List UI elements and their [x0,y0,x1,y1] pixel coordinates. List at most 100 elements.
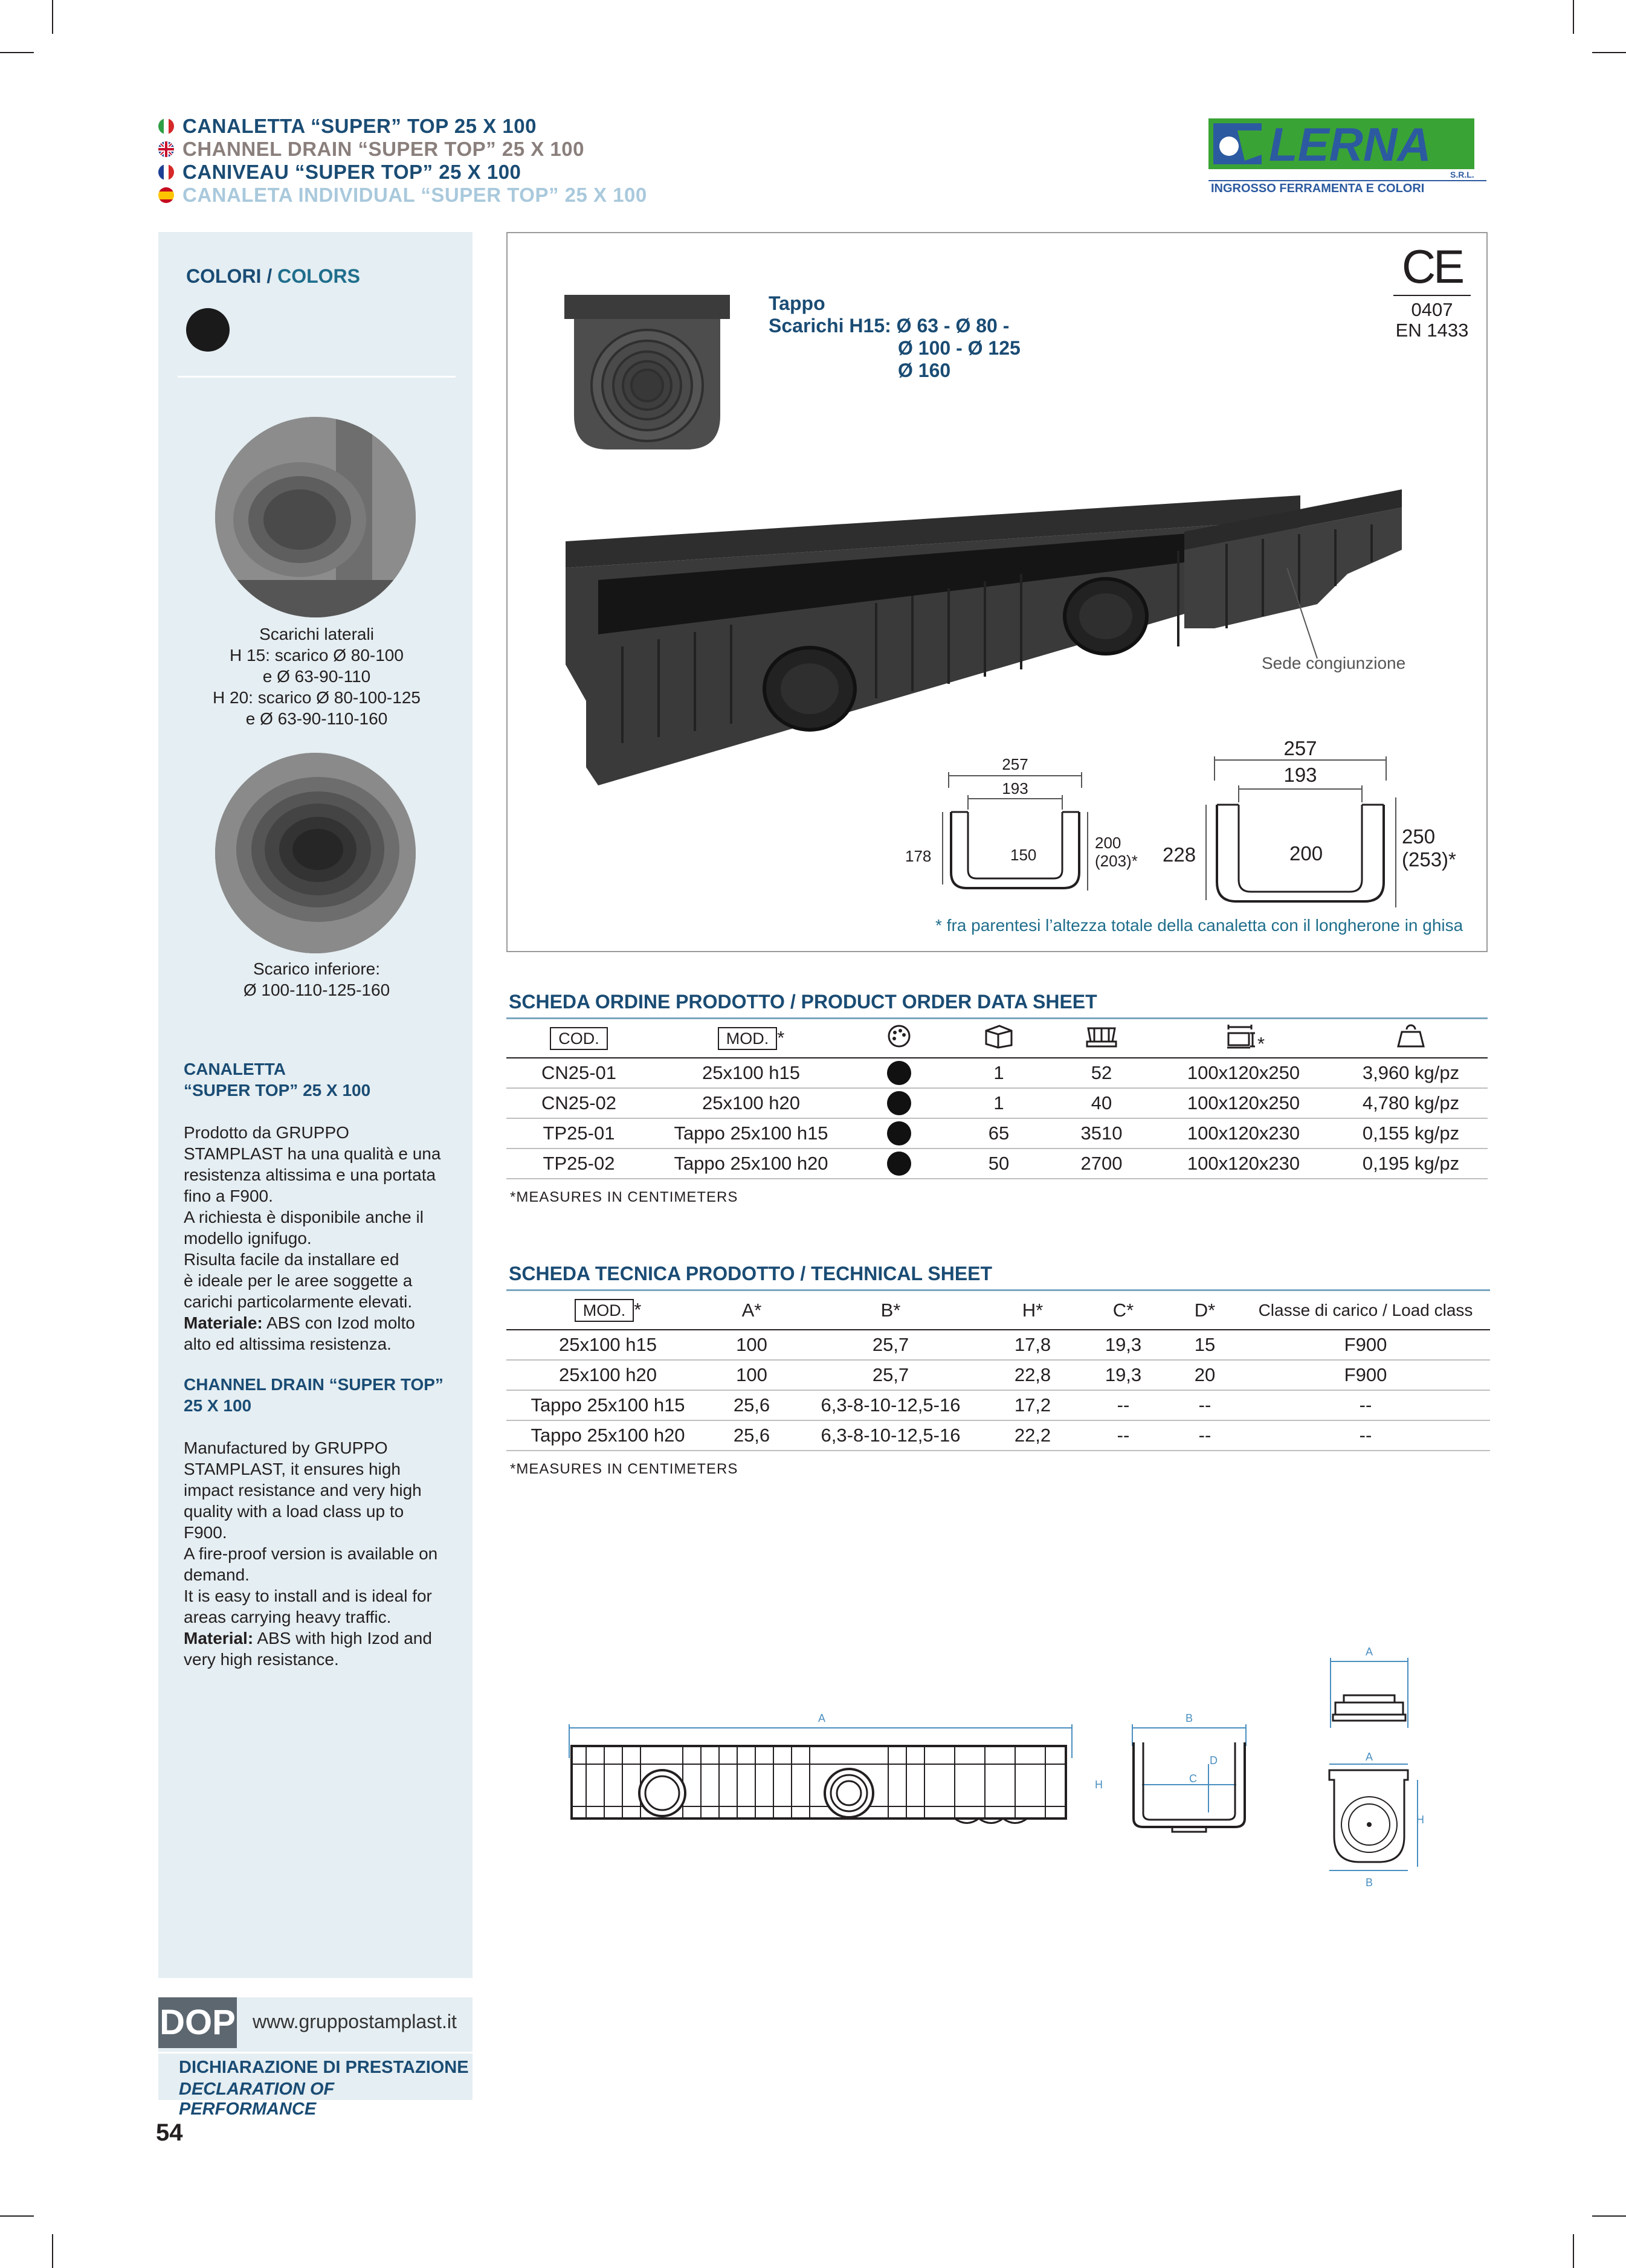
tech-load-class: -- [1241,1420,1490,1451]
order-mod: Tappo 25x100 h20 [651,1148,851,1179]
col-b: B* [794,1292,987,1330]
tech-b: 6,3-8-10-12,5-16 [794,1390,987,1421]
dop-url[interactable]: www.gruppostamplast.it [253,2011,457,2032]
col-pallet-size: * [1153,1020,1334,1058]
tech-d: 15 [1169,1330,1241,1361]
title-fr-text: CANIVEAU “SUPER TOP” 25 X 100 [182,161,521,183]
weight-icon [1397,1024,1425,1048]
col-mod: MOD.* [651,1020,851,1058]
logo-srl: S.R.L. [1450,170,1474,179]
dim-label-h: H [1095,1779,1103,1791]
body-line: impact resistance and very high [184,1481,422,1500]
body-line: è ideale per le aree soggette a [184,1271,413,1290]
material-label: Material: [184,1629,254,1648]
tech-a: 100 [709,1330,794,1361]
col-mod-star: * [777,1027,785,1048]
order-box-qty: 50 [947,1148,1050,1179]
dim-label-b: B [1366,1877,1373,1889]
order-color [851,1088,947,1119]
dim-mid: 200 [1289,842,1323,865]
material-text: ABS with high Izod and [253,1629,432,1648]
order-mod: 25x100 h20 [651,1088,851,1119]
col-pallet-star: * [1257,1033,1265,1054]
col-color [851,1020,947,1058]
body-line: STAMPLAST ha una qualità e una [184,1144,441,1163]
col-cod: COD. [506,1020,651,1058]
caption-line: e Ø 63-90-110 [262,667,371,686]
frame-footnote: * fra parentesi l’altezza totale della c… [935,916,1463,935]
tech-mod: 25x100 h15 [506,1330,709,1361]
col-d: D* [1169,1292,1241,1330]
black-color-dot [887,1152,911,1176]
material-line: Material: ABS with high Izod and [184,1628,468,1649]
technical-drawing-side: A [562,1704,1082,1843]
tech-d: -- [1169,1420,1241,1451]
tech-load-class: -- [1241,1390,1490,1421]
caption-line: H 20: scarico Ø 80-100-125 [213,688,421,707]
order-pallet-size: 100x120x250 [1153,1088,1334,1119]
body-line: demand. [184,1565,250,1584]
dim-right-2: (203)* [1095,852,1138,870]
dim-left: 228 [1163,843,1196,866]
sidebar-divider [178,376,456,378]
order-sheet-rule [506,1017,1488,1019]
title-en: CHANNEL DRAIN “SUPER TOP” 25 X 100 [158,138,647,161]
order-pallet-size: 100x120x230 [1153,1118,1334,1149]
ce-mark: CE 0407 EN 1433 [1390,239,1474,341]
tech-mod: Tappo 25x100 h15 [506,1390,709,1421]
description-it: CANALETTA “SUPER TOP” 25 X 100 Prodotto … [184,1058,468,1355]
order-weight: 0,155 kg/pz [1334,1118,1488,1149]
tech-c: 19,3 [1078,1330,1169,1361]
dim-outer: 257 [1283,737,1317,759]
title-it: CANALETTA “SUPER” TOP 25 X 100 [158,115,647,138]
order-pallet-qty: 40 [1050,1088,1153,1119]
tech-c: -- [1078,1390,1169,1421]
dim-inner: 193 [1283,764,1317,786]
body-line: quality with a load class up to [184,1502,404,1521]
tech-d: 20 [1169,1360,1241,1391]
italian-flag-icon [158,118,174,134]
side-drain-caption: Scarichi laterali H 15: scarico Ø 80-100… [178,623,456,729]
end-cap-line: Ø 160 [898,359,951,381]
tech-h: 22,2 [987,1420,1078,1451]
col-box-qty [947,1020,1050,1058]
order-color [851,1118,947,1149]
dop-divider [158,2052,473,2054]
dim-outer: 257 [1002,755,1028,773]
black-color-dot [887,1121,911,1145]
tech-row: 25x100 h20 100 25,7 22,8 19,3 20 F900 [506,1360,1490,1391]
ce-code: 0407 [1411,299,1453,320]
tech-a: 25,6 [709,1420,794,1451]
order-pallet-size: 100x120x230 [1153,1148,1334,1179]
body-line: Prodotto da GRUPPO [184,1123,349,1142]
order-pallet-size: 100x120x250 [1153,1058,1334,1089]
color-palette-icon [888,1025,911,1048]
dim-label-b: B [1186,1712,1193,1724]
col-mod: MOD.* [506,1292,709,1330]
caption-line: Ø 100-110-125-160 [243,981,390,999]
order-header-row: COD. MOD.* * [506,1020,1488,1058]
body-line: areas carrying heavy traffic. [184,1608,392,1626]
order-row: CN25-01 25x100 h15 1 52 100x120x250 3,96… [506,1058,1488,1089]
col-mod-label: MOD. [574,1299,634,1322]
caption-line: e Ø 63-90-110-160 [245,709,388,728]
col-cod-label: COD. [550,1027,608,1050]
order-pallet-qty: 2700 [1050,1148,1153,1179]
box-icon [985,1025,1013,1049]
caption-line: Scarico inferiore: [253,959,381,978]
color-swatch-black [186,308,230,352]
channel-drain-photo [562,483,1408,785]
tech-table: MOD.* A* B* H* C* D* Classe di carico / … [506,1292,1490,1451]
order-cod: CN25-02 [506,1088,651,1119]
order-row: TP25-02 Tappo 25x100 h20 50 2700 100x120… [506,1148,1488,1179]
dop-title-en: DECLARATION OF PERFORMANCE [179,2080,335,2119]
tech-d: -- [1169,1390,1241,1421]
ce-logo-icon: CE [1401,240,1465,293]
dim-label-d: D [1210,1754,1218,1767]
logo-wordmark: LERNA [1269,118,1431,171]
order-note: *MEASURES IN CENTIMETERS [510,1189,738,1205]
logo-tagline: INGROSSO FERRAMENTA E COLORI [1211,182,1424,195]
order-cod: CN25-01 [506,1058,651,1089]
order-row: CN25-02 25x100 h20 1 40 100x120x250 4,78… [506,1088,1488,1119]
dim-right: 200 [1095,834,1121,852]
